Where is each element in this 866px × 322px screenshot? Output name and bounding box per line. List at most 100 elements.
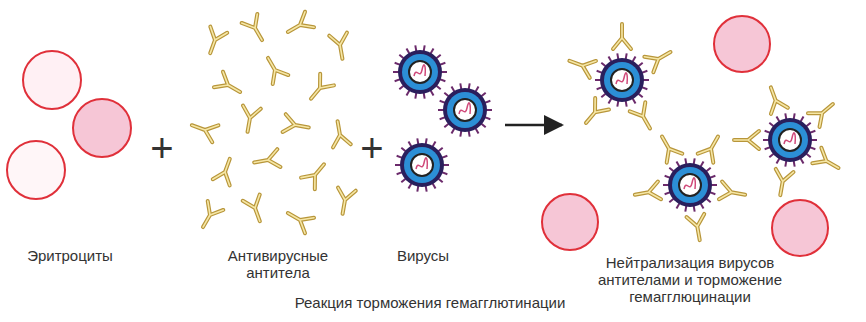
virus-capsid — [404, 147, 440, 183]
label: + — [352, 128, 392, 168]
antibody-fill — [213, 156, 238, 186]
antibody-outline — [195, 201, 223, 232]
antibody-outline — [613, 24, 631, 49]
antibody-outline — [771, 169, 793, 197]
antibody — [644, 44, 675, 72]
virus-envelope — [443, 88, 487, 132]
erythrocyte — [23, 51, 81, 109]
virus — [663, 158, 717, 211]
virus-core — [411, 154, 433, 176]
antibody-outline — [719, 182, 747, 204]
antibody — [334, 188, 356, 216]
virus-antibody-complex — [633, 132, 746, 242]
antibody-fill — [253, 149, 281, 171]
antibody — [329, 33, 351, 61]
antibody-outline — [301, 158, 331, 189]
antibody-outline — [644, 44, 675, 72]
antibody-fill — [698, 132, 726, 163]
antibody — [762, 84, 787, 114]
virus — [595, 53, 649, 106]
antibody — [283, 114, 311, 136]
antibody-fill — [202, 27, 227, 57]
antibody-fill — [301, 158, 331, 189]
antibody-fill — [195, 201, 223, 232]
antibody-outline — [239, 106, 261, 134]
antibody-outline — [687, 214, 709, 242]
antibody-fill — [687, 214, 709, 242]
virus-envelope — [768, 118, 812, 162]
virus-genome — [459, 103, 470, 114]
neutralized-complexes — [566, 24, 843, 242]
antibody-fill — [644, 44, 675, 72]
label: Вирусы — [373, 247, 473, 264]
antibody — [213, 156, 238, 186]
antibody — [214, 72, 245, 100]
erythrocyte — [714, 16, 770, 72]
antibody-fill — [260, 53, 288, 84]
antibody — [329, 120, 351, 148]
antibody-cluster — [189, 12, 356, 234]
antibody-outline — [762, 84, 787, 114]
antibody-outline — [243, 195, 268, 225]
virus-envelope — [668, 163, 712, 207]
antibody-fill — [633, 182, 661, 204]
virus — [438, 83, 492, 136]
virus-antibody-complex — [566, 24, 675, 133]
antibody-outline — [202, 27, 227, 57]
antibody — [698, 132, 726, 163]
reaction-arrow — [505, 124, 562, 127]
antibody-outline — [812, 148, 843, 176]
antibody — [242, 14, 270, 45]
virus-capsid — [672, 167, 708, 203]
antibody — [771, 169, 793, 197]
antibody — [195, 201, 223, 232]
antibody-outline — [253, 149, 281, 171]
antibody-fill — [239, 106, 261, 134]
antibody-outline — [579, 98, 609, 129]
antibody — [260, 53, 288, 84]
label: Нейтрализация вирусов антителами и тормо… — [595, 254, 785, 305]
antibody-fill — [579, 98, 609, 129]
label: Антивирусные антитела — [218, 247, 338, 281]
virus — [763, 113, 817, 166]
antibody — [613, 24, 631, 49]
antibody-outline — [260, 53, 288, 84]
antibody — [808, 97, 839, 127]
virus-core — [779, 129, 801, 151]
antibody — [283, 12, 314, 40]
antibody — [239, 106, 261, 134]
label: + — [142, 128, 182, 168]
virus-core — [611, 69, 633, 91]
caption: Реакция торможения гемагглютинации — [220, 294, 640, 311]
antibody-fill — [189, 117, 219, 142]
virus-capsid — [402, 54, 438, 90]
antibody-outline — [242, 14, 270, 45]
antibody-fill — [771, 169, 793, 197]
virus-core — [409, 61, 431, 83]
antibody-outline — [808, 97, 839, 127]
antibody-fill — [334, 188, 356, 216]
antibody — [304, 74, 334, 105]
antibody-outline — [329, 120, 351, 148]
antibody — [202, 27, 227, 57]
antibody — [579, 98, 609, 129]
antibody-outline — [213, 156, 238, 186]
antibody-fill — [762, 84, 787, 114]
virus-genome — [414, 65, 425, 76]
antibody — [687, 214, 709, 242]
antibody-outline — [283, 205, 314, 233]
antibody-outline — [334, 188, 356, 216]
erythrocyte — [73, 99, 131, 157]
virus-genome — [684, 178, 695, 189]
virus-envelope — [400, 143, 444, 187]
virus-group — [393, 45, 492, 191]
antibody — [633, 182, 661, 204]
antibody-fill — [214, 72, 245, 100]
antibody-outline — [566, 52, 596, 77]
erythrocytes — [7, 16, 828, 256]
virus-capsid — [447, 92, 483, 128]
antibody — [630, 102, 658, 133]
virus-capsid — [604, 62, 640, 98]
virus-genome — [616, 73, 627, 84]
